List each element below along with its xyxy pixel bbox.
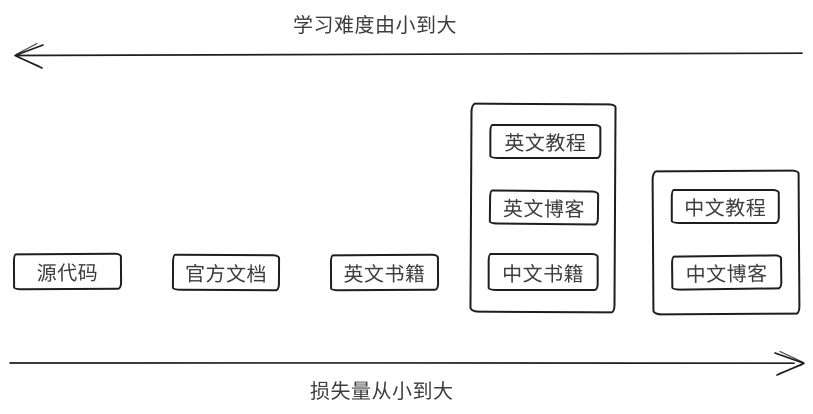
group-english-chinese-mid: 英文教程 英文博客 中文书籍 [469,102,617,314]
left-arrow-icon [14,42,803,69]
node-chinese-tutorials: 中文教程 [670,188,780,225]
node-official-docs-label: 官方文档 [184,263,268,287]
node-english-books-label: 英文书籍 [343,263,426,287]
group-chinese-right: 中文教程 中文博客 [651,169,801,316]
node-english-tutorials-label: 英文教程 [504,132,587,156]
node-english-blogs-label: 英文博客 [502,198,586,222]
node-english-blogs: 英文博客 [488,189,600,226]
node-source-code: 源代码 [12,252,123,291]
bottom-axis-label: 损失量从小到大 [310,381,454,403]
node-source-code-label: 源代码 [36,262,99,286]
top-axis-label: 学习难度由小到大 [293,15,457,37]
node-chinese-books-label: 中文书籍 [502,263,585,286]
right-arrow-icon [9,350,805,376]
node-official-docs: 官方文档 [171,253,281,292]
node-chinese-blogs-label: 中文博客 [685,263,768,287]
node-english-books: 英文书籍 [329,253,440,292]
node-chinese-tutorials-label: 中文教程 [684,197,767,221]
node-chinese-books: 中文书籍 [487,252,599,292]
node-chinese-blogs: 中文博客 [670,254,783,291]
node-english-tutorials: 英文教程 [489,123,602,160]
